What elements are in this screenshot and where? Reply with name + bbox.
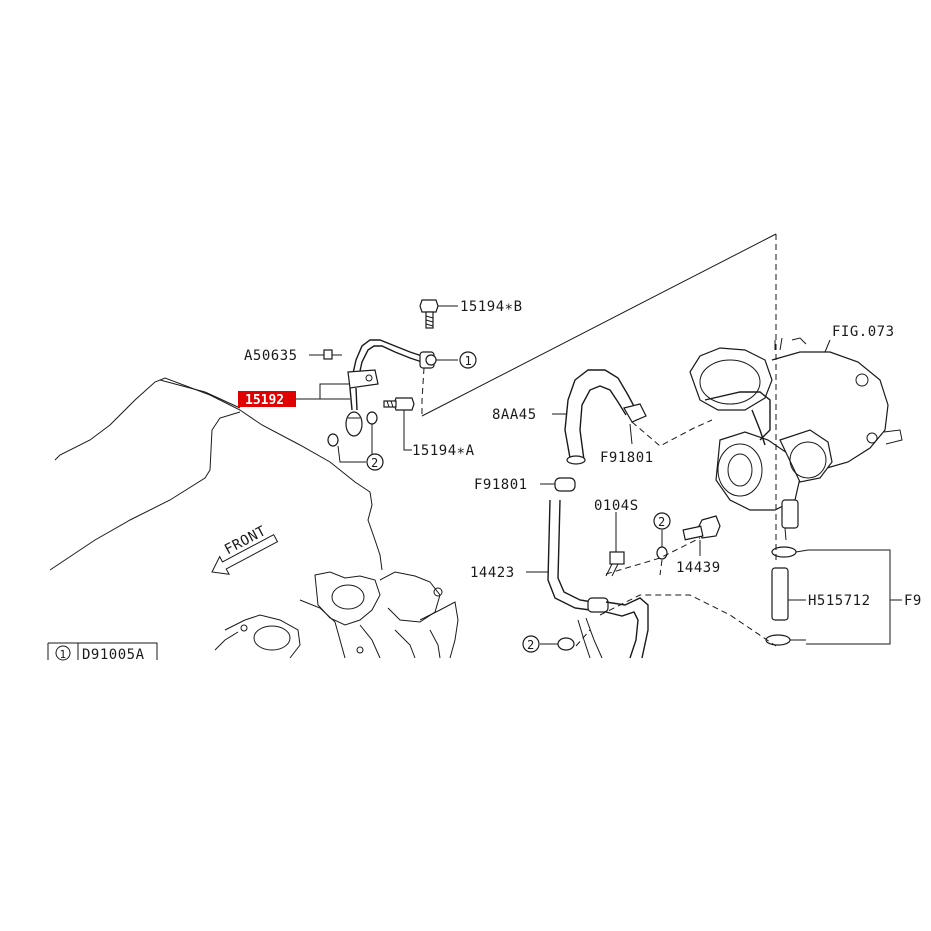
bolt-a50635 bbox=[323, 349, 342, 360]
legend: 1 D91005A bbox=[47, 642, 158, 663]
label-f9-cut: F9 bbox=[904, 593, 922, 609]
highlight-box bbox=[238, 391, 296, 407]
engine-block-outline bbox=[49, 377, 459, 659]
label-14423: 14423 bbox=[470, 565, 515, 581]
ref-circle-2-bottom: 2 bbox=[522, 635, 540, 653]
bolt-15194-a bbox=[383, 397, 415, 411]
ref-2-top-label: 2 bbox=[371, 456, 378, 470]
ref-2-bottom-label: 2 bbox=[527, 638, 534, 652]
label-14439: 14439 bbox=[676, 560, 721, 576]
ref-1-label: 1 bbox=[465, 354, 472, 368]
label-f91801-right: F91801 bbox=[600, 450, 654, 466]
highlighted-part-15192[interactable]: 15192 bbox=[238, 391, 296, 408]
legend-code-label: D91005A bbox=[82, 647, 145, 663]
washer-lower bbox=[327, 433, 339, 447]
ref-circle-2-top: 2 bbox=[366, 453, 384, 471]
label-0104s: 0104S bbox=[594, 498, 639, 514]
label-15194-b: 15194∗B bbox=[460, 299, 523, 315]
ref-circle-1: 1 bbox=[459, 351, 477, 369]
washer-bottom bbox=[557, 637, 575, 651]
label-fig-073: FIG.073 bbox=[832, 324, 895, 340]
leader-lines bbox=[296, 305, 902, 645]
bolt-14439 bbox=[682, 515, 721, 541]
washer-mid bbox=[656, 546, 668, 560]
oil-return-hose bbox=[547, 369, 649, 659]
legend-ref-label: 1 bbox=[60, 648, 67, 661]
turbocharger bbox=[689, 337, 903, 541]
ref-circle-2-mid: 2 bbox=[653, 512, 671, 530]
oil-pipe-assembly bbox=[345, 339, 437, 437]
washer-upper bbox=[366, 411, 378, 425]
label-h515712: H515712 bbox=[808, 593, 871, 609]
label-8aa45: 8AA45 bbox=[492, 407, 537, 423]
bolt-15194-b bbox=[419, 299, 439, 329]
label-15194-a: 15194∗A bbox=[412, 443, 475, 459]
front-arrow: FRONT bbox=[211, 523, 279, 575]
hose-h515712 bbox=[765, 546, 809, 646]
ref-2-mid-label: 2 bbox=[658, 515, 665, 529]
front-arrow-label: FRONT bbox=[222, 523, 269, 558]
label-15192: 15192 bbox=[245, 393, 284, 408]
bolt-0104s bbox=[605, 551, 625, 577]
label-f91801-left: F91801 bbox=[474, 477, 528, 493]
connector-line bbox=[421, 233, 777, 417]
label-a50635: A50635 bbox=[244, 348, 298, 364]
dashed-connectors bbox=[421, 234, 777, 647]
